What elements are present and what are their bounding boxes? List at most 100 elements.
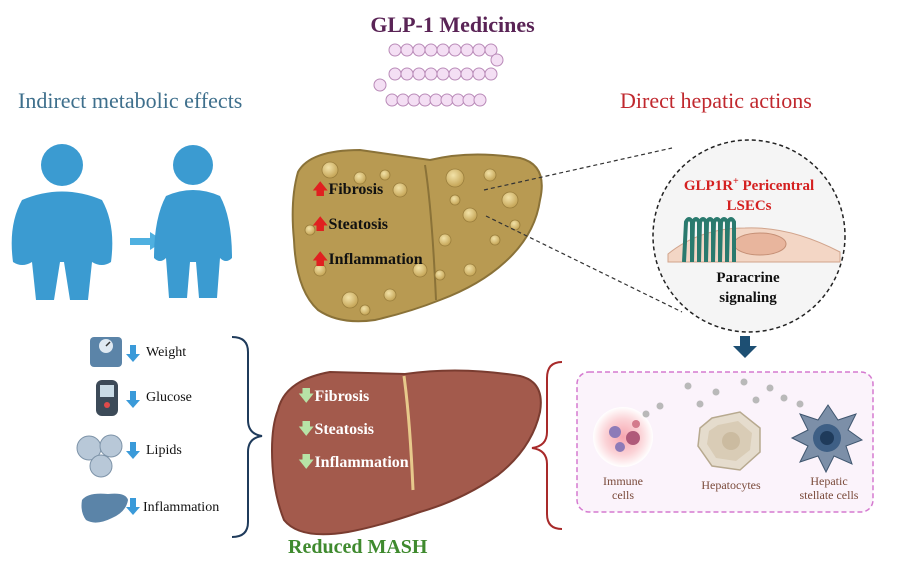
- fat-droplet: [483, 168, 497, 182]
- fat-droplet: [313, 263, 327, 277]
- hepatocytes-label: Hepatocytes: [701, 478, 761, 492]
- lower-liver-item-steatosis: 🡇Steatosis: [298, 421, 375, 438]
- right-brace: [531, 361, 563, 530]
- particle-dot: [684, 382, 692, 390]
- zoom-connector-lines: [483, 147, 683, 313]
- diagram-title: GLP-1 Medicines: [370, 12, 535, 37]
- fat-droplet: [304, 224, 316, 236]
- particle-dot: [740, 378, 748, 386]
- left-brace: [231, 336, 263, 538]
- fat-droplet: [489, 234, 501, 246]
- fat-droplet: [383, 288, 397, 302]
- fat-droplet: [501, 191, 519, 209]
- slim-person-icon: [154, 145, 232, 298]
- peptide-bead: [424, 67, 438, 81]
- right-header: Direct hepatic actions: [620, 88, 812, 113]
- list-item-glucose: Glucose: [146, 390, 192, 405]
- fat-droplet: [341, 291, 359, 309]
- blue-down-arrow-icon: [126, 345, 140, 362]
- list-item-weight: Weight: [146, 345, 187, 360]
- peptide-bead: [484, 67, 498, 81]
- diseased-liver-icon: [291, 148, 543, 323]
- peptide-bead: [400, 43, 414, 57]
- upper-liver-item-fibrosis: 🡅Fibrosis: [312, 181, 384, 198]
- particle-dot: [766, 384, 774, 392]
- blue-down-arrow-icon: [126, 442, 140, 459]
- fat-droplet: [462, 207, 478, 223]
- peptide-bead: [412, 67, 426, 81]
- obese-person-icon: [11, 144, 113, 300]
- particle-dot: [780, 394, 788, 402]
- lsec-title: GLP1R+ Pericentral LSECs: [683, 176, 815, 214]
- peptide-bead: [460, 67, 474, 81]
- fat-droplet: [449, 194, 461, 206]
- paracrine-signaling-label: Paracrine signaling: [716, 270, 780, 306]
- peptide-bead: [436, 43, 450, 57]
- upper-liver-item-steatosis: 🡅Steatosis: [312, 216, 389, 233]
- peptide-bead: [462, 93, 476, 107]
- peptide-bead: [388, 67, 402, 81]
- down-arrow-icon: 🡇: [298, 388, 315, 405]
- fat-droplet: [463, 263, 477, 277]
- fat-droplet: [353, 171, 367, 185]
- peptide-bead: [412, 43, 426, 57]
- fat-droplet: [321, 161, 339, 179]
- peptide-bead: [460, 43, 474, 57]
- lower-liver-item-inflammation: 🡇Inflammation: [298, 454, 409, 471]
- peptide-bead: [424, 43, 438, 57]
- lipids-icon: [76, 434, 123, 478]
- secreted-factors-dots: [642, 378, 804, 418]
- fat-droplet: [392, 182, 408, 198]
- fat-droplet: [434, 269, 446, 281]
- upper-liver-item-inflammation: 🡅Inflammation: [312, 251, 423, 268]
- scale-icon: [90, 337, 122, 367]
- particle-dot: [696, 400, 704, 408]
- peptide-bead: [407, 93, 421, 107]
- up-arrow-icon: 🡅: [312, 251, 329, 268]
- list-down-arrows: [126, 345, 140, 515]
- peptide-bead: [490, 53, 504, 67]
- peptide-bead: [418, 93, 432, 107]
- particle-dot: [752, 396, 760, 404]
- fat-droplet: [438, 233, 452, 247]
- particle-dot: [796, 400, 804, 408]
- down-arrow-icon: 🡇: [298, 454, 315, 471]
- peptide-bead: [451, 93, 465, 107]
- healthy-liver-icon: [270, 369, 542, 536]
- hepatocytes-icon: [697, 411, 761, 471]
- particle-dot: [712, 388, 720, 396]
- peptide-bead: [448, 67, 462, 81]
- peptide-bead: [400, 67, 414, 81]
- reduced-mash-caption: Reduced MASH: [288, 536, 428, 558]
- up-arrow-icon: 🡅: [312, 181, 329, 198]
- list-item-inflammation: Inflammation: [143, 500, 220, 515]
- peptide-bead: [436, 67, 450, 81]
- peptide-bead: [373, 78, 387, 92]
- fat-droplet: [412, 262, 428, 278]
- peptide-chain-icon: [373, 43, 504, 107]
- downward-arrow-icon: [733, 336, 757, 358]
- lsec-zoom-circle: [652, 139, 846, 333]
- immune-cells-icon: [593, 407, 653, 467]
- liver-small-icon: [81, 493, 128, 523]
- fat-droplet: [379, 169, 391, 181]
- glucose-meter-icon: [96, 380, 118, 416]
- peptide-bead: [396, 93, 410, 107]
- peptide-bead: [472, 67, 486, 81]
- peptide-bead: [385, 93, 399, 107]
- peptide-bead: [448, 43, 462, 57]
- peptide-bead: [472, 43, 486, 57]
- particle-dot: [642, 410, 650, 418]
- list-item-lipids: Lipids: [146, 443, 182, 458]
- lower-liver-item-fibrosis: 🡇Fibrosis: [298, 388, 370, 405]
- peptide-bead: [473, 93, 487, 107]
- blue-down-arrow-icon: [126, 498, 140, 515]
- fat-droplet: [509, 219, 521, 231]
- peptide-bead: [388, 43, 402, 57]
- peptide-bead: [484, 43, 498, 57]
- up-arrow-icon: 🡅: [312, 216, 329, 233]
- stellate-cell-icon: [790, 404, 864, 474]
